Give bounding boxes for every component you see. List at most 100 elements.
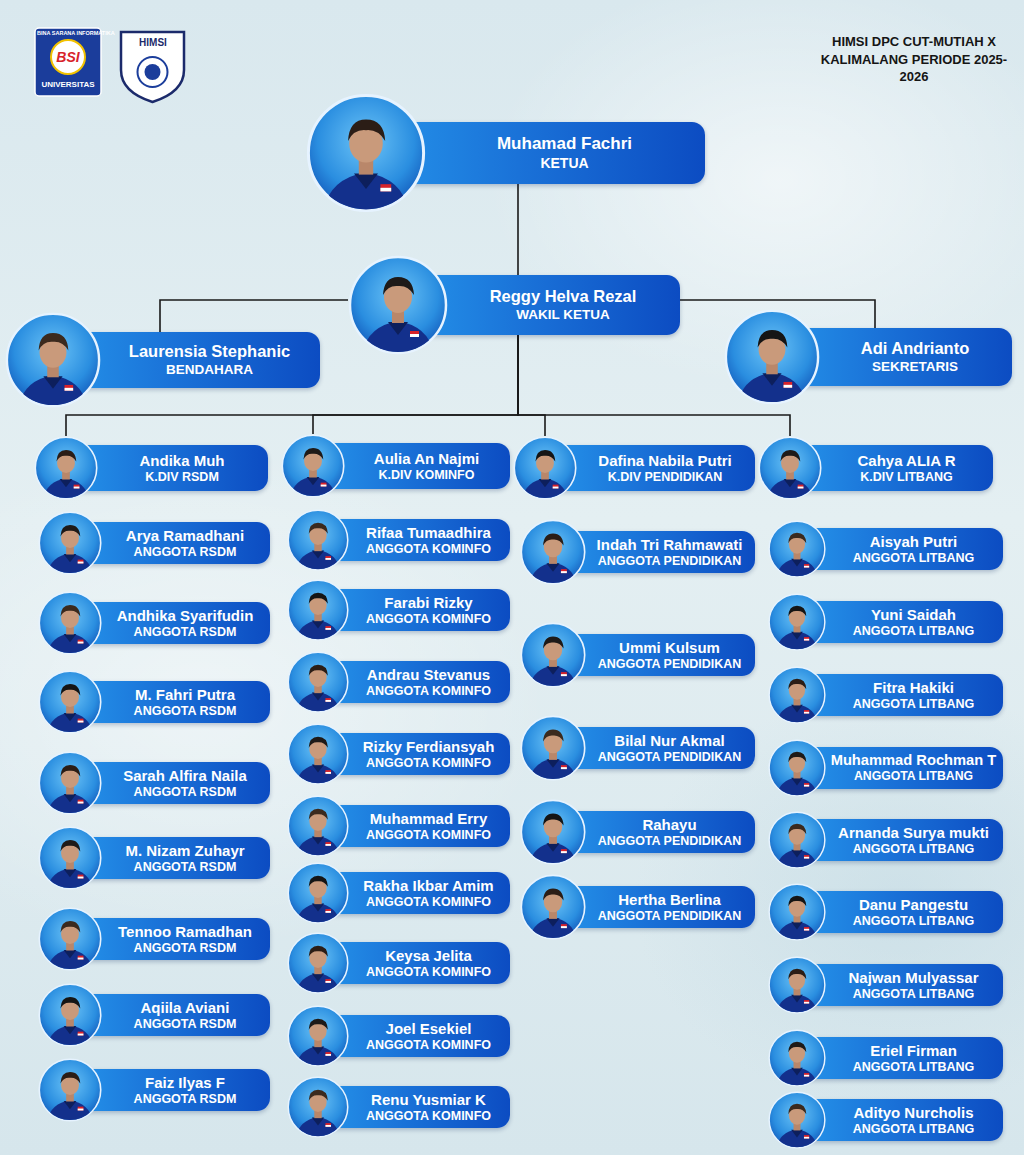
avatar-badge-white: [804, 857, 809, 859]
avatar-badge: [78, 640, 84, 644]
role-title: ANGGOTA RSDM: [134, 1092, 237, 1107]
role-title: ANGGOTA LITBANG: [853, 842, 975, 857]
org-node: RahayuANGGOTA PENDIDIKAN: [520, 799, 755, 865]
avatar-badge: [561, 765, 567, 769]
avatar-body: [47, 949, 93, 971]
avatar-badge-white: [78, 802, 84, 804]
avatar-collar: [312, 904, 324, 912]
avatar-collar: [312, 551, 324, 559]
text-group: Laurensia StephanicBENDAHARA: [105, 332, 314, 388]
role-title: ANGGOTA LITBANG: [853, 551, 975, 566]
avatar-badge-white: [804, 639, 809, 641]
avatar-badge: [561, 924, 567, 928]
text-group: Adi AndriantoSEKRETARIS: [824, 328, 1006, 386]
org-node: Rakha Ikbar AmimANGGOTA KOMINFO: [287, 862, 510, 924]
role-title: SEKRETARIS: [872, 359, 958, 375]
text-group: Sarah Alfira NailaANGGOTA RSDM: [106, 762, 264, 804]
role-title: K.DIV LITBANG: [860, 470, 952, 485]
photo-avatar: [768, 883, 826, 941]
avatar-badge: [804, 927, 809, 930]
text-group: Muhammad Rochman TANGGOTA LITBANG: [830, 747, 997, 789]
avatar-body: [47, 553, 93, 575]
org-node: Arnanda Surya muktiANGGOTA LITBANG: [768, 811, 1003, 869]
avatar-collar: [312, 693, 324, 701]
avatar-body: [529, 918, 577, 940]
person-name: Tennoo Ramadhan: [118, 923, 252, 941]
person-name: Najwan Mulyassar: [848, 969, 978, 987]
person-name: Sarah Alfira Naila: [123, 767, 247, 785]
photo-avatar: [520, 622, 586, 688]
person-name: Muhammad Rochman T: [831, 752, 997, 770]
org-node: Andhika SyarifudinANGGOTA RSDM: [38, 591, 270, 655]
avatar-hair: [60, 525, 80, 537]
avatar-collar: [64, 554, 77, 562]
avatar-collar: [64, 794, 77, 802]
avatar-figure: [296, 523, 341, 571]
person-name: Farabi Rizky: [384, 594, 472, 612]
org-node: Joel EsekielANGGOTA KOMINFO: [287, 1005, 510, 1067]
avatar-body: [296, 692, 341, 713]
member-box: Adityo NurcholisANGGOTA LITBANG: [797, 1099, 1003, 1141]
avatar-body: [522, 478, 568, 500]
member-box: Eriel FirmanANGGOTA LITBANG: [797, 1037, 1003, 1079]
role-title: K.DIV KOMINFO: [379, 468, 475, 483]
person-name: Rakha Ikbar Amim: [363, 877, 493, 895]
avatar-figure: [296, 1019, 341, 1067]
avatar-figure: [776, 1104, 818, 1149]
photo-avatar: [287, 1076, 349, 1138]
avatar-collar: [546, 843, 559, 852]
avatar-figure: [323, 119, 409, 213]
avatar-hair: [39, 333, 69, 350]
role-title: ANGGOTA RSDM: [134, 545, 237, 560]
shield-text: HIMSI: [122, 38, 184, 48]
text-group: Bilal Nur AkmalANGGOTA PENDIDIKAN: [590, 727, 749, 769]
org-node: Reggy Helva RezalWAKIL KETUA: [348, 255, 680, 355]
person-name: Aqiila Aviani: [141, 999, 230, 1017]
person-name: Cahya ALIA R: [857, 452, 955, 470]
avatar-body: [290, 476, 336, 498]
org-node: Tennoo RamadhanANGGOTA RSDM: [38, 907, 270, 971]
org-node: Renu Yusmiar KANGGOTA KOMINFO: [287, 1076, 510, 1138]
avatar-hair: [788, 896, 806, 906]
avatar-badge-white: [78, 1109, 84, 1111]
avatar-figure: [47, 525, 93, 575]
avatar-badge: [410, 331, 419, 337]
org-node: Dafina Nabila PutriK.DIV PENDIDIKAN: [513, 436, 755, 500]
text-group: Reggy Helva RezalWAKIL KETUA: [452, 275, 674, 335]
avatar-figure: [737, 330, 806, 405]
person-name: Rifaa Tumaadhira: [366, 524, 491, 542]
avatar-body: [529, 666, 577, 688]
avatar-collar: [312, 974, 324, 982]
avatar-hair: [309, 737, 328, 748]
photo-avatar: [724, 309, 820, 405]
avatar-badge: [325, 698, 331, 702]
avatar-body: [529, 843, 577, 865]
avatar-badge-white: [78, 562, 84, 564]
org-node: Andika MuhK.DIV RSDM: [34, 436, 268, 500]
avatar-badge: [325, 626, 331, 630]
photo-avatar: [287, 862, 349, 924]
photo-avatar: [348, 255, 448, 355]
role-title: ANGGOTA RSDM: [134, 625, 237, 640]
avatar-collar: [312, 837, 324, 845]
avatar-body: [47, 1100, 93, 1122]
org-node: Cahya ALIA RK.DIV LITBANG: [758, 436, 993, 500]
avatar-body: [296, 973, 341, 994]
org-node: Najwan MulyassarANGGOTA LITBANG: [768, 956, 1003, 1014]
avatar-hair: [788, 1042, 806, 1052]
photo-avatar: [768, 1091, 826, 1149]
avatar-body: [737, 372, 806, 405]
text-group: Andhika SyarifudinANGGOTA RSDM: [106, 602, 264, 644]
avatar-body: [18, 375, 87, 408]
text-group: Adityo NurcholisANGGOTA LITBANG: [830, 1099, 997, 1141]
avatar-badge-white: [410, 334, 419, 337]
avatar-body: [776, 1067, 818, 1087]
org-node: Farabi RizkyANGGOTA KOMINFO: [287, 579, 510, 641]
org-node: Eriel FirmanANGGOTA LITBANG: [768, 1029, 1003, 1087]
org-node: Muhammad Rochman TANGGOTA LITBANG: [768, 739, 1003, 797]
photo-avatar: [38, 751, 102, 815]
avatar-figure: [529, 730, 577, 781]
role-title: ANGGOTA LITBANG: [853, 1122, 975, 1137]
avatar-badge: [321, 483, 327, 487]
avatar-collar: [546, 563, 559, 572]
